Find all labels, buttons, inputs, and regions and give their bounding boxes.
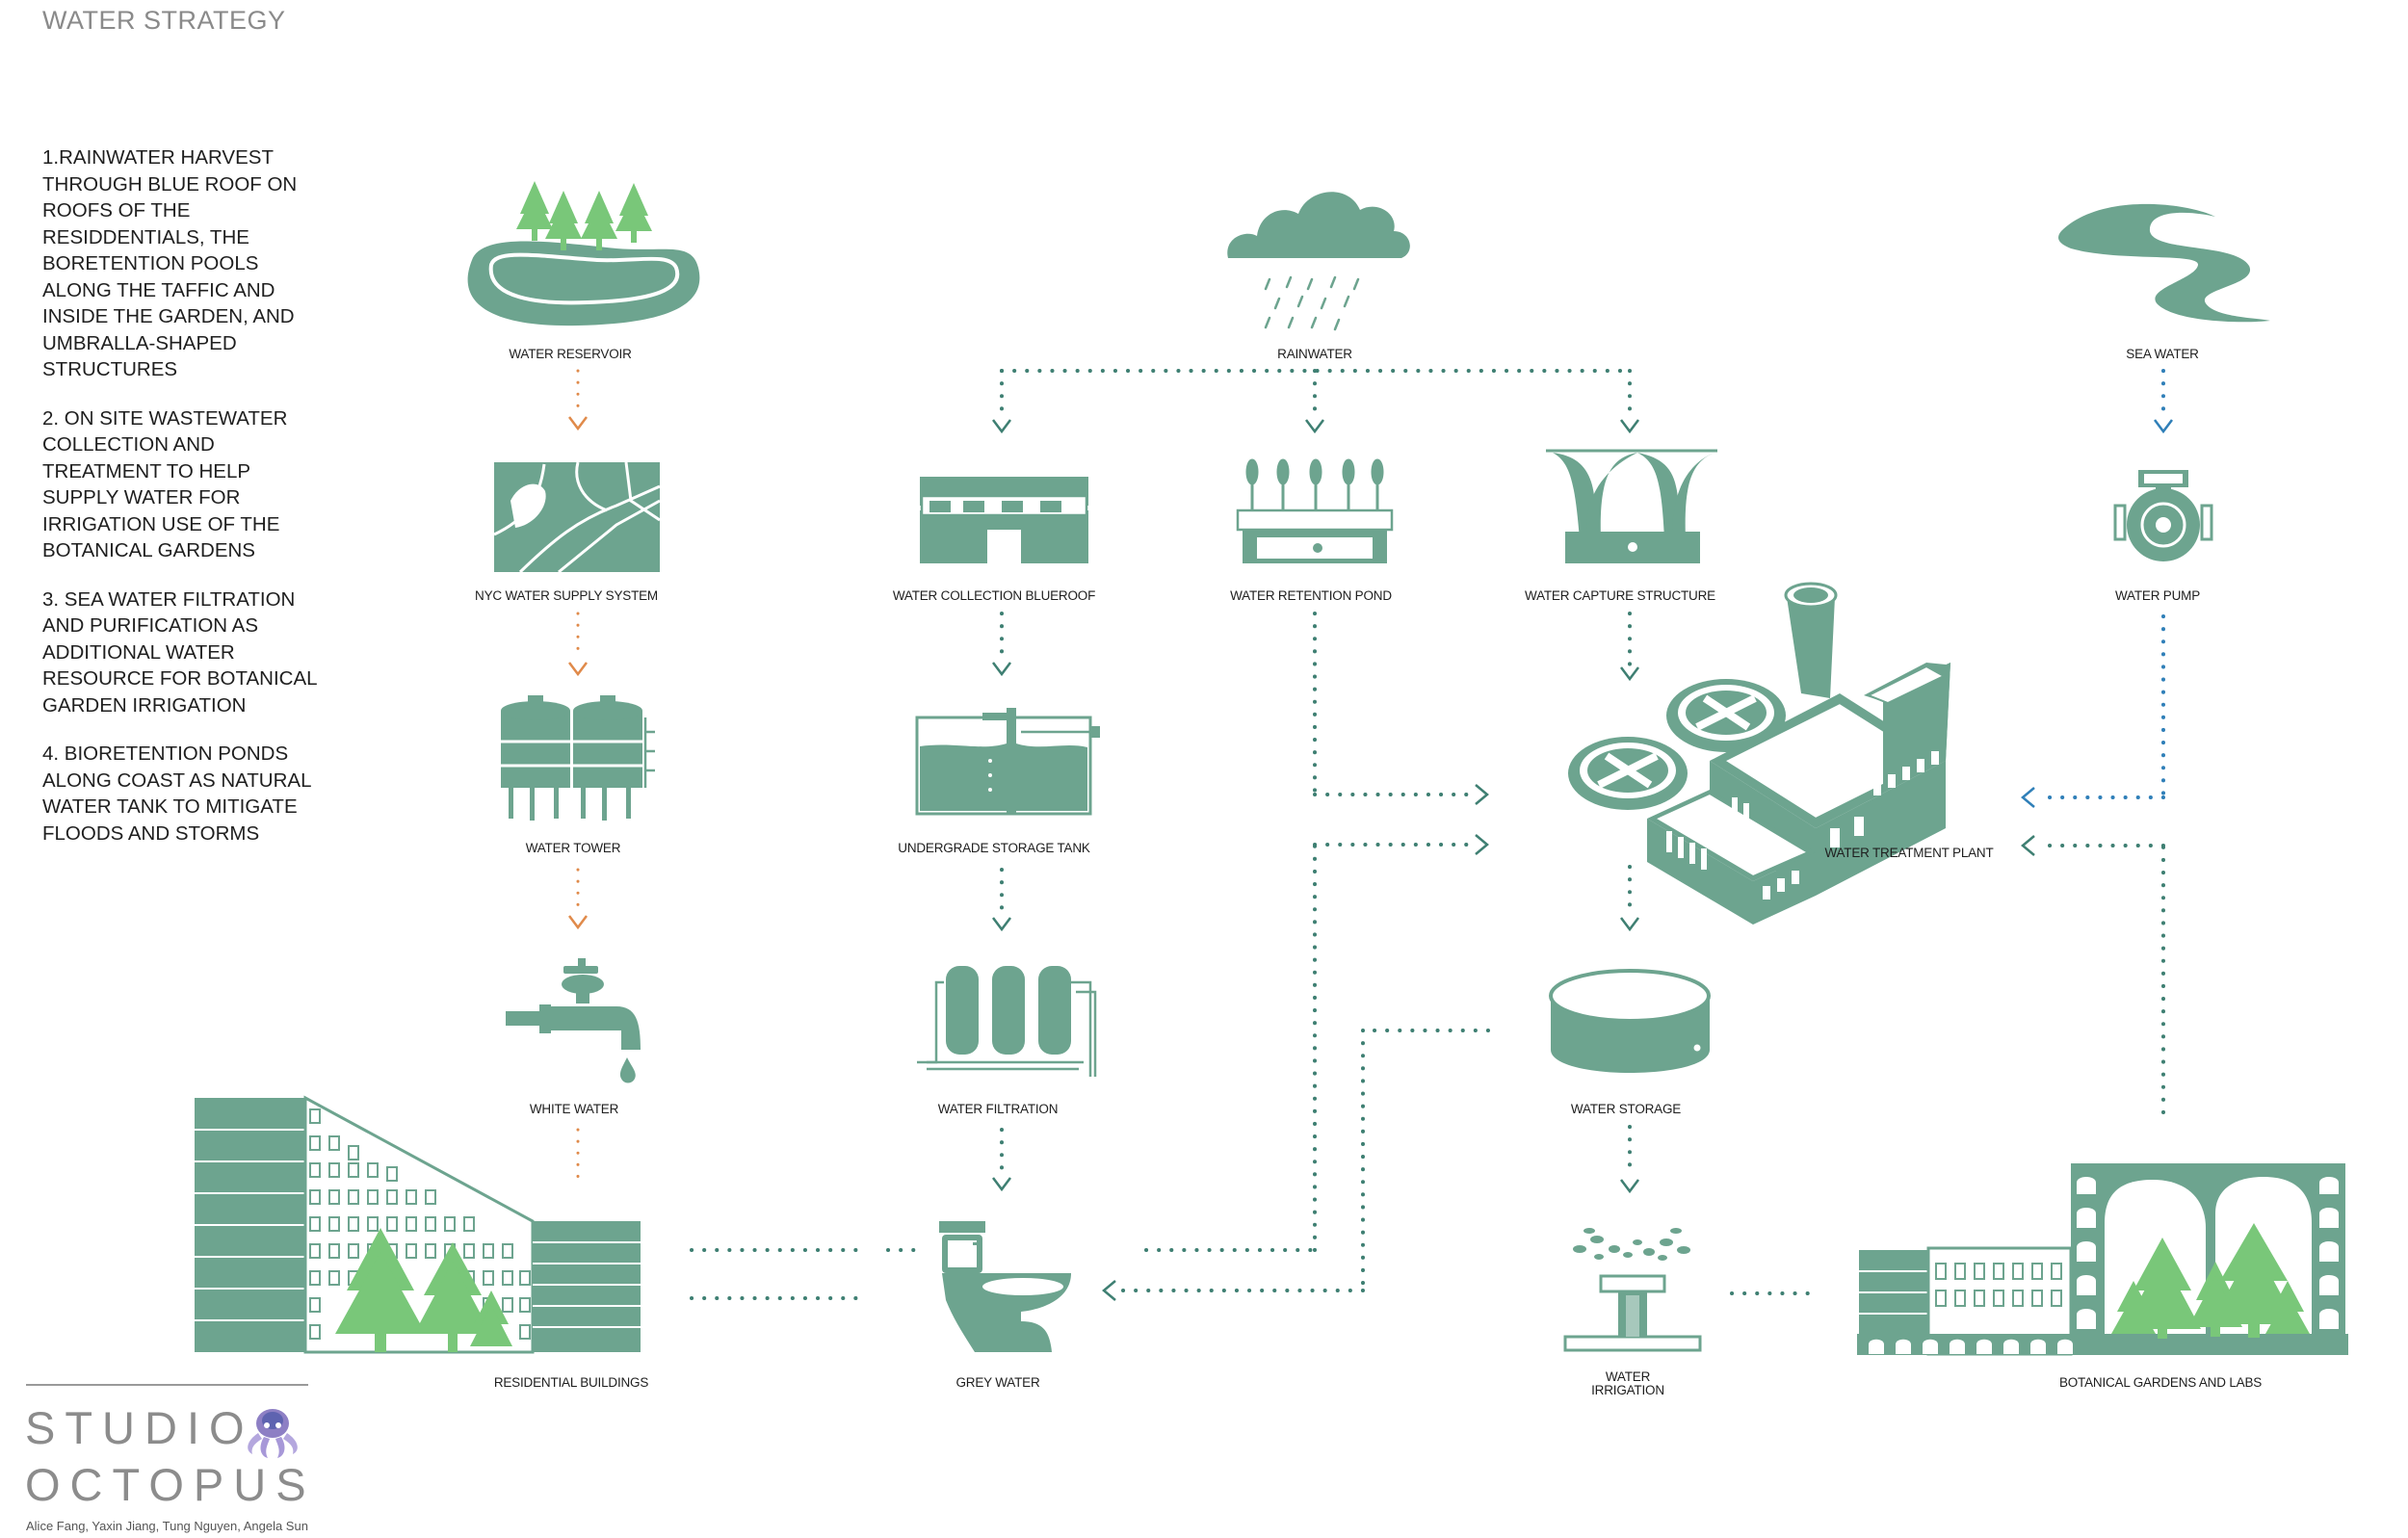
- white-water-tap-icon: [506, 958, 641, 1083]
- label-sea-water: SEA WATER: [2126, 347, 2199, 361]
- brand-line-1: STUDIO: [25, 1402, 254, 1453]
- capture-structure-icon: [1546, 449, 1717, 563]
- strategy-list: 1.RAINWATER HARVEST THROUGH BLUE ROOF ON…: [42, 144, 322, 869]
- label-retention-pond: WATER RETENTION POND: [1230, 588, 1392, 603]
- label-water-tower: WATER TOWER: [525, 841, 621, 855]
- flow-lines: [568, 369, 2173, 1301]
- footer-divider: [26, 1384, 308, 1386]
- botanical-gardens-icon: [1857, 1163, 2348, 1356]
- label-water-filtration: WATER FILTRATION: [937, 1102, 1059, 1116]
- water-tower-icon: [501, 695, 655, 821]
- label-residential: RESIDENTIAL BUILDINGS: [493, 1375, 649, 1390]
- treatment-plant-icon: [1568, 582, 1950, 925]
- label-grey-water: GREY WATER: [955, 1375, 1040, 1390]
- strategy-item-2: 2. ON SITE WASTEWATER COLLECTION AND TRE…: [42, 406, 288, 562]
- retention-pond-icon: [1236, 458, 1394, 563]
- label-rainwater: RAINWATER: [1277, 347, 1352, 361]
- label-irrigation-line1: WATER: [1605, 1369, 1651, 1384]
- grey-water-toilet-icon: [939, 1221, 1071, 1352]
- strategy-item-3: 3. SEA WATER FILTRATION AND PURIFICATION…: [42, 587, 317, 717]
- label-water-storage: WATER STORAGE: [1570, 1102, 1682, 1116]
- irrigation-sprinkler-icon: [1563, 1228, 1702, 1352]
- brand-line-2: OCTOPUS: [25, 1459, 316, 1510]
- label-water-pump: WATER PUMP: [2115, 588, 2200, 603]
- rainwater-cloud-icon: [1227, 192, 1410, 331]
- water-storage-icon: [1549, 969, 1711, 1073]
- label-nyc-water-supply: NYC WATER SUPPLY SYSTEM: [475, 588, 658, 603]
- water-pump-icon: [2113, 470, 2213, 561]
- label-botanical: BOTANICAL GARDENS AND LABS: [2058, 1375, 2263, 1390]
- label-treatment-plant: WATER TREATMENT PLANT: [1824, 846, 1994, 860]
- water-reservoir-icon: [467, 181, 700, 326]
- page-title: WATER STRATEGY: [42, 6, 286, 35]
- label-white-water: WHITE WATER: [529, 1102, 619, 1116]
- nyc-water-supply-icon: [493, 461, 661, 574]
- credits: Alice Fang, Yaxin Jiang, Tung Nguyen, An…: [26, 1519, 308, 1533]
- label-water-reservoir: WATER RESERVOIR: [509, 347, 632, 361]
- octopus-logo-icon: [248, 1409, 298, 1458]
- strategy-item-1: 1.RAINWATER HARVEST THROUGH BLUE ROOF ON…: [42, 146, 298, 380]
- label-blueroof: WATER COLLECTION BLUEROOF: [892, 588, 1096, 603]
- residential-buildings-icon: [195, 1095, 641, 1354]
- label-irrigation-line2: IRRIGATION: [1591, 1383, 1664, 1397]
- blueroof-icon: [920, 477, 1088, 563]
- water-filtration-icon: [917, 966, 1097, 1077]
- strategy-item-4: 4. BIORETENTION PONDS ALONG COAST AS NAT…: [42, 743, 311, 845]
- sea-water-icon: [2058, 203, 2270, 323]
- storage-tank-icon: [915, 708, 1100, 816]
- label-capture-structure: WATER CAPTURE STRUCTURE: [1525, 588, 1715, 603]
- label-storage-tank: UNDERGRADE STORAGE TANK: [898, 841, 1090, 855]
